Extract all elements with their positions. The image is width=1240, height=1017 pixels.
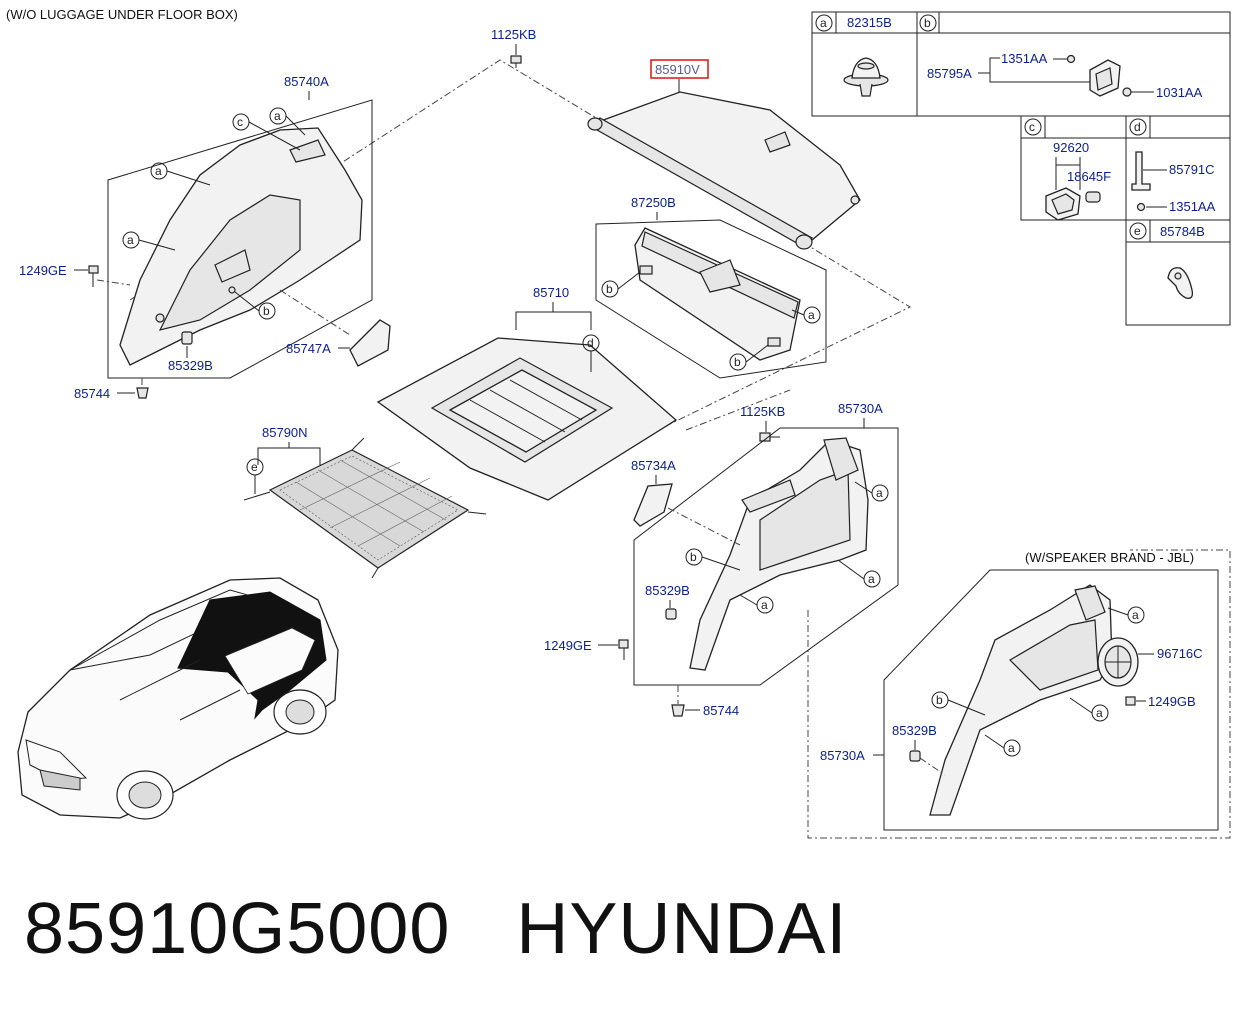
part-label-1351AA-d[interactable]: 1351AA (1169, 199, 1216, 214)
part-label-85784B[interactable]: 85784B (1160, 224, 1205, 239)
clip-icon-85744-left (136, 387, 149, 399)
screw-icon-1249GB (1125, 696, 1136, 706)
legend-letter-c: c (1029, 120, 1035, 134)
frame-85730A-jbl (883, 569, 1219, 831)
note-without-luggage-box: (W/O LUGGAGE UNDER FLOOR BOX) (6, 7, 238, 22)
callout-e-net: e (251, 460, 258, 474)
hook-icon-85784B (1167, 267, 1194, 299)
part-label-1125KB-top[interactable]: 1125KB (491, 27, 536, 42)
part-label-1125KB-mid[interactable]: 1125KB (740, 404, 785, 419)
screw-icon-1249GE-left (88, 265, 99, 287)
part-label-85329B-mid[interactable]: 85329B (645, 583, 690, 598)
lamp-housing-icon-92620 (1045, 187, 1101, 221)
svg-text:c: c (237, 115, 243, 129)
clip-icon-82315B (843, 57, 889, 97)
luggage-floor-mat (376, 337, 678, 501)
part-label-87250B[interactable]: 87250B (631, 195, 676, 210)
part-label-1249GE-mid[interactable]: 1249GE (544, 638, 592, 653)
exploded-parts-diagram: (W/O LUGGAGE UNDER FLOOR BOX) a 82315B b… (6, 7, 1231, 839)
part-label-85730A[interactable]: 85730A (838, 401, 883, 416)
clip-icon-85329B-mid (665, 608, 677, 620)
svg-text:a: a (1132, 608, 1139, 622)
svg-text:a: a (808, 308, 815, 322)
svg-text:a: a (274, 109, 281, 123)
part-label-96716C[interactable]: 96716C (1157, 646, 1203, 661)
legend-letter-d: d (1134, 120, 1141, 134)
highlight-box-85910V (650, 59, 709, 79)
svg-text:a: a (868, 572, 875, 586)
svg-text:a: a (761, 598, 768, 612)
screw-icon-1249GE-mid (618, 639, 629, 660)
left-quarter-trim-panel (119, 127, 363, 366)
callouts-tailgate-sill: b a b (601, 271, 821, 371)
part-label-85730A-jbl[interactable]: 85730A (820, 748, 865, 763)
part-label-85910V[interactable]: 85910V (655, 62, 700, 77)
legend-letter-e: e (1134, 224, 1141, 238)
caption-part-number: 85910G5000 (24, 889, 451, 969)
svg-text:b: b (606, 282, 613, 296)
part-label-85329B-jbl[interactable]: 85329B (892, 723, 937, 738)
part-label-1031AA[interactable]: 1031AA (1156, 85, 1203, 100)
part-label-85795A[interactable]: 85795A (927, 66, 972, 81)
bolt-icon-1125KB-top (510, 55, 522, 68)
right-quarter-trim-panel (689, 437, 869, 671)
callouts-right-panel: a b a a (685, 481, 889, 614)
speaker-icon-96716C (1097, 637, 1139, 687)
jbl-variant-outline (807, 549, 1231, 839)
right-quarter-trim-jbl (929, 584, 1113, 816)
part-label-92620[interactable]: 92620 (1053, 140, 1089, 155)
legend-table: a 82315B b 85795A 1351AA 1031AA c 92620 (811, 11, 1231, 326)
bracket-icon-85791C (1131, 151, 1151, 191)
bracket-icon-85795A (1089, 59, 1121, 97)
svg-text:a: a (1096, 706, 1103, 720)
legend-letter-a: a (820, 16, 827, 30)
part-label-85329B-left[interactable]: 85329B (168, 358, 213, 373)
part-label-85734A[interactable]: 85734A (631, 458, 676, 473)
part-label-85744-mid[interactable]: 85744 (703, 703, 739, 718)
part-label-85744-left[interactable]: 85744 (74, 386, 110, 401)
clip-icon-85329B-jbl (909, 750, 921, 762)
cargo-cover-tonneau (587, 91, 861, 250)
part-label-85740A[interactable]: 85740A (284, 74, 329, 89)
part-label-1249GB[interactable]: 1249GB (1148, 694, 1196, 709)
svg-text:a: a (127, 233, 134, 247)
callout-d-mat: d (587, 336, 594, 350)
svg-text:b: b (734, 355, 741, 369)
svg-text:b: b (263, 304, 270, 318)
callouts-left-panel: c a a a b (122, 107, 306, 320)
note-jbl-variant: (W/SPEAKER BRAND - JBL) (1025, 550, 1194, 565)
vehicle-location-illustration (17, 577, 339, 820)
part-label-1351AA-b[interactable]: 1351AA (1001, 51, 1048, 66)
clip-icon-85329B-left (181, 331, 193, 345)
frame-85730A (633, 427, 899, 686)
svg-text:b: b (690, 550, 697, 564)
part-label-85790N[interactable]: 85790N (262, 425, 308, 440)
svg-text:a: a (1008, 741, 1015, 755)
part-label-1249GE-left[interactable]: 1249GE (19, 263, 67, 278)
frame-85740A (107, 99, 373, 379)
cover-icon-85747A (349, 319, 391, 367)
svg-text:a: a (876, 486, 883, 500)
svg-text:a: a (155, 164, 162, 178)
part-label-82315B[interactable]: 82315B (847, 15, 892, 30)
part-number-caption: 85910G5000 HYUNDAI (24, 888, 847, 970)
tailgate-sill-trim (634, 227, 801, 361)
caption-brand: HYUNDAI (516, 889, 848, 969)
part-label-85710[interactable]: 85710 (533, 285, 569, 300)
bolt-icon-1125KB-mid (759, 432, 780, 442)
part-label-18645F[interactable]: 18645F (1067, 169, 1111, 184)
callouts-jbl-panel: a b a a (931, 606, 1145, 757)
cover-icon-85734A (633, 483, 673, 527)
part-label-85791C[interactable]: 85791C (1169, 162, 1215, 177)
frame-87250B (595, 219, 827, 379)
part-label-85747A[interactable]: 85747A (286, 341, 331, 356)
legend-letter-b: b (924, 16, 931, 30)
svg-text:b: b (936, 693, 943, 707)
cargo-net (243, 437, 487, 579)
clip-icon-85744-mid (671, 704, 685, 717)
